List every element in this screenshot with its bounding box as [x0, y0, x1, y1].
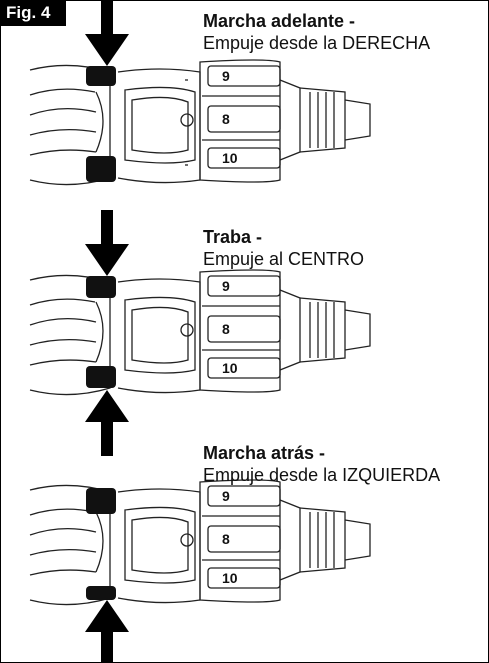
push-arrow-down — [85, 210, 129, 276]
switch-button-top — [86, 276, 116, 298]
ring-number-bottom: 10 — [222, 570, 238, 586]
caption-title: Marcha adelante - — [203, 11, 356, 31]
caption-lock: Traba - Empuje al CENTRO — [203, 226, 364, 270]
ring-number-middle: 8 — [222, 111, 230, 127]
ring-number-top: 9 — [222, 488, 230, 504]
ring-number-middle: 8 — [222, 531, 230, 547]
clutch-ring — [199, 479, 281, 603]
switch-button-bottom — [86, 366, 116, 388]
caption-description: Empuje al CENTRO — [203, 249, 365, 269]
drill-body — [29, 64, 201, 186]
ring-number-top: 9 — [222, 278, 230, 294]
push-arrow-down — [85, 0, 129, 66]
caption-description: Empuje desde la IZQUIERDA — [203, 465, 441, 485]
drill-panel-reverse — [29, 479, 371, 663]
figure-label: Fig. 4 — [0, 0, 66, 26]
caption-title: Marcha atrás - — [203, 443, 326, 463]
caption-title: Traba - — [203, 227, 263, 247]
push-arrow-up — [85, 600, 129, 663]
drill-chuck — [279, 499, 371, 581]
caption-description: Empuje desde la DERECHA — [203, 33, 431, 53]
ring-number-bottom: 10 — [222, 360, 238, 376]
clutch-ring — [199, 269, 281, 393]
drill-panel-forward — [29, 0, 371, 186]
drill-chuck — [279, 289, 371, 371]
ring-number-bottom: 10 — [222, 150, 238, 166]
drill-panel-lock — [29, 210, 371, 456]
clutch-ring — [199, 59, 281, 183]
drill-chuck — [279, 79, 371, 161]
switch-button-top — [86, 66, 116, 86]
switch-button-bottom — [86, 586, 116, 600]
switch-button-bottom — [86, 156, 116, 182]
caption-reverse: Marcha atrás - Empuje desde la IZQUIERDA — [203, 442, 440, 486]
caption-forward: Marcha adelante - Empuje desde la DERECH… — [203, 10, 430, 54]
switch-button-top — [86, 488, 116, 514]
ring-number-top: 9 — [222, 68, 230, 84]
push-arrow-up — [85, 390, 129, 456]
ring-number-middle: 8 — [222, 321, 230, 337]
